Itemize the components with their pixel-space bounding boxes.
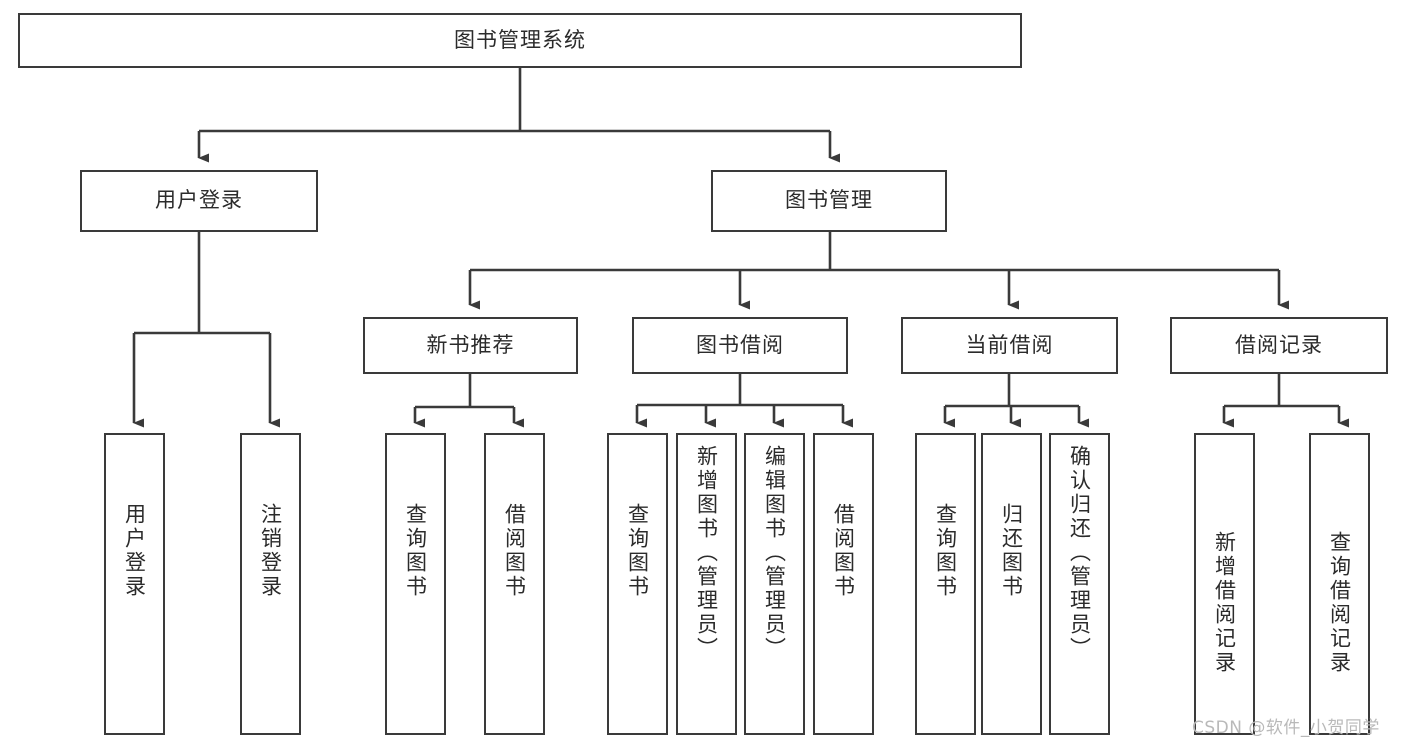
node-label: 确认归还（管理员） xyxy=(1067,445,1092,661)
node-label: 借阅图书 xyxy=(831,503,856,599)
leaf-record-query-record[interactable]: 查询借阅记录 xyxy=(1309,433,1370,735)
node-label: 编辑图书（管理员） xyxy=(762,445,787,661)
node-label: 当前借阅 xyxy=(965,332,1054,357)
leaf-user-login-login[interactable]: 用户登录 xyxy=(104,433,165,735)
node-label: 用户登录 xyxy=(155,188,243,213)
node-label: 用户登录 xyxy=(122,503,147,599)
leaf-borrow-query-book[interactable]: 查询图书 xyxy=(607,433,668,735)
leaf-record-add-record[interactable]: 新增借阅记录 xyxy=(1194,433,1255,735)
node-label: 查询图书 xyxy=(933,503,958,599)
leaf-user-login-logout[interactable]: 注销登录 xyxy=(240,433,301,735)
node-label: 图书管理 xyxy=(785,188,873,213)
node-label: 查询借阅记录 xyxy=(1327,531,1352,675)
node-label: 图书管理系统 xyxy=(454,27,586,52)
node-book-borrow[interactable]: 图书借阅 xyxy=(632,317,848,374)
node-label: 注销登录 xyxy=(258,503,283,599)
node-label: 查询图书 xyxy=(625,503,650,599)
leaf-borrow-edit-book-admin[interactable]: 编辑图书（管理员） xyxy=(744,433,805,735)
leaf-recommend-query-book[interactable]: 查询图书 xyxy=(385,433,446,735)
node-label: 借阅图书 xyxy=(502,503,527,599)
leaf-borrow-add-book-admin[interactable]: 新增图书（管理员） xyxy=(676,433,737,735)
node-label: 新书推荐 xyxy=(426,332,515,357)
leaf-current-confirm-return-admin[interactable]: 确认归还（管理员） xyxy=(1049,433,1110,735)
node-user-login[interactable]: 用户登录 xyxy=(80,170,318,232)
csdn-watermark: CSDN @软件_小贺同学 xyxy=(1192,718,1380,738)
leaf-recommend-borrow-book[interactable]: 借阅图书 xyxy=(484,433,545,735)
node-label: 新增图书（管理员） xyxy=(694,445,719,661)
leaf-current-query-book[interactable]: 查询图书 xyxy=(915,433,976,735)
node-label: 新增借阅记录 xyxy=(1212,531,1237,675)
node-root-system[interactable]: 图书管理系统 xyxy=(18,13,1022,68)
node-label: 借阅记录 xyxy=(1235,332,1323,357)
node-new-book-recommend[interactable]: 新书推荐 xyxy=(363,317,578,374)
node-current-borrow[interactable]: 当前借阅 xyxy=(901,317,1118,374)
node-label: 归还图书 xyxy=(999,503,1024,599)
node-book-management[interactable]: 图书管理 xyxy=(711,170,947,232)
node-borrow-record[interactable]: 借阅记录 xyxy=(1170,317,1388,374)
leaf-borrow-borrow-book[interactable]: 借阅图书 xyxy=(813,433,874,735)
node-label: 查询图书 xyxy=(403,503,428,599)
leaf-current-return-book[interactable]: 归还图书 xyxy=(981,433,1042,735)
node-label: 图书借阅 xyxy=(696,332,784,357)
